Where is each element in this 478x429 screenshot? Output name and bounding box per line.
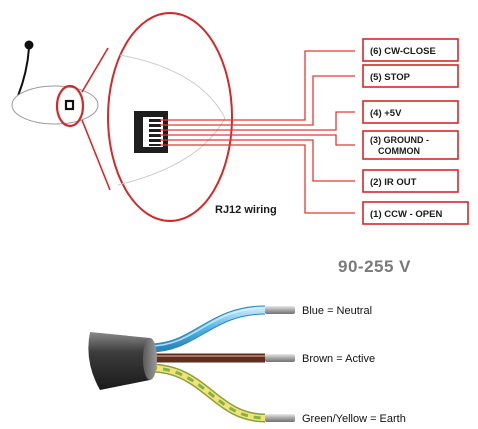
magnified-housing-edge [117, 54, 226, 186]
antenna-wire [17, 47, 30, 97]
wire-pin-2 [160, 139, 355, 182]
mains-cable-illustration [88, 305, 295, 423]
wire-pin-3 [160, 134, 355, 146]
device-port-icon [64, 99, 75, 111]
wire-label-blue: Blue = Neutral [302, 305, 372, 317]
device-illustration [11, 40, 99, 128]
earth-wire-tip [265, 414, 295, 422]
cable-jacket-end [143, 338, 157, 380]
pin-label-text: (4) +5V [370, 108, 402, 119]
device-body [11, 85, 99, 125]
zoom-line-bottom [81, 119, 111, 191]
rj12-wires [160, 50, 355, 214]
wire-label-brown: Brown = Active [302, 353, 375, 365]
pin-label-text: (3) GROUND - [370, 135, 429, 145]
pin-label-box: (2) IR OUT [362, 169, 459, 193]
wire-pin-4 [160, 111, 355, 131]
magnifier-oval [107, 12, 233, 222]
zoom-line-top [81, 47, 109, 93]
voltage-label: 90-255 V [338, 257, 411, 276]
pin-label-text: (2) IR OUT [370, 177, 417, 188]
port-highlight-circle [55, 84, 85, 128]
rj12-pin-contacts [149, 119, 161, 146]
blue-wire [149, 305, 295, 353]
cable-jacket [88, 332, 154, 390]
brown-wire-tip [265, 354, 295, 362]
pin-label-text: (6) CW-CLOSE [370, 46, 436, 57]
green-yellow-wire [149, 363, 295, 423]
antenna-tip [24, 40, 34, 50]
magnified-view [107, 12, 233, 222]
pin-label-text: (5) STOP [370, 72, 411, 83]
rj12-caption: RJ12 wiring [215, 204, 277, 216]
pin-label-text: (1) CCW - OPEN [370, 209, 442, 220]
pin-label-box: (1) CCW - OPEN [362, 201, 469, 225]
wire-label-earth: Green/Yellow = Earth [302, 413, 406, 425]
pin-label-box: (6) CW-CLOSE [362, 38, 459, 62]
pin-label-box: (5) STOP [362, 64, 459, 88]
pin-label-text-line2: COMMON [378, 146, 420, 156]
wire-pin-5 [160, 75, 355, 126]
pin-label-box: (4) +5V [362, 100, 459, 124]
blue-wire-tip [265, 306, 295, 314]
wire-pin-6 [160, 50, 355, 121]
pin-label-box: (3) GROUND - COMMON [362, 130, 459, 160]
brown-wire [150, 353, 295, 363]
rj12-pin-labels: (6) CW-CLOSE (5) STOP (4) +5V (3) GROUND… [362, 38, 469, 225]
wire-pin-1 [160, 144, 355, 214]
